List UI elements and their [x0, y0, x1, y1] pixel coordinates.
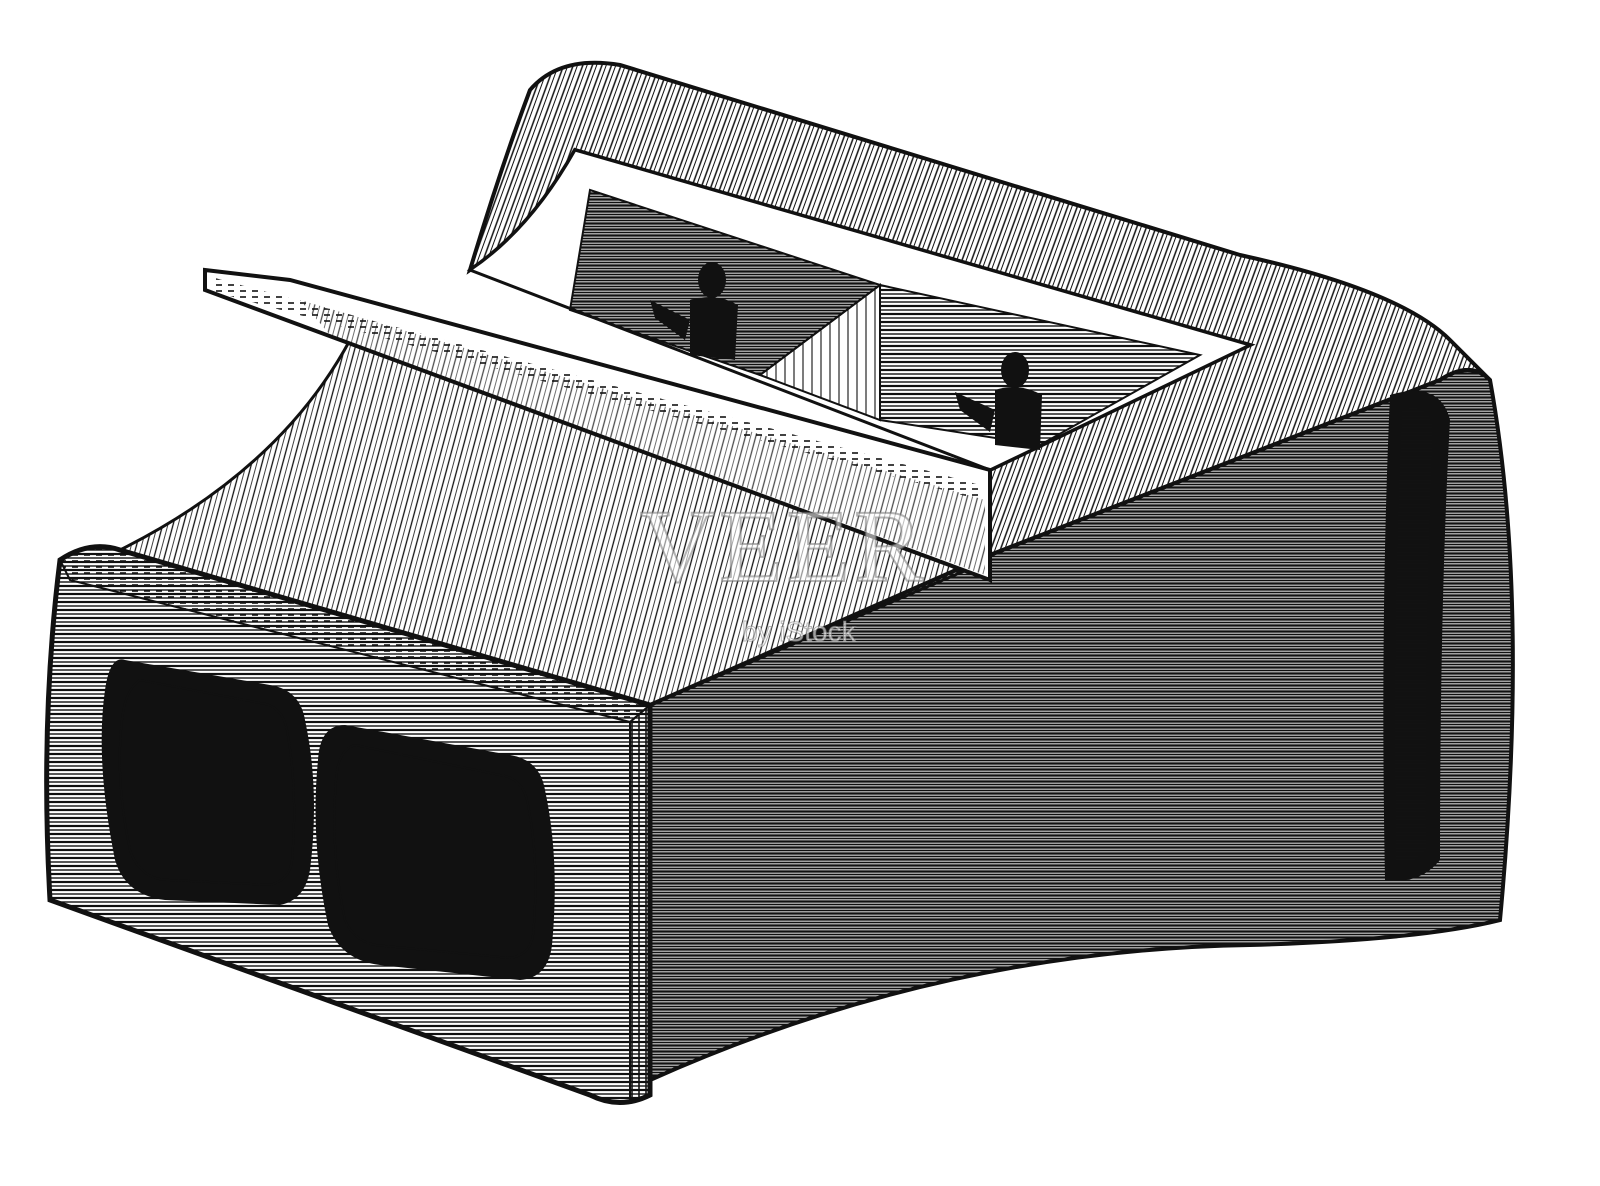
front-face-corner [629, 702, 651, 1102]
figure-left [650, 262, 738, 360]
slide-divider [757, 283, 881, 422]
right-lens [315, 725, 555, 980]
side-slot-inner [1394, 408, 1433, 863]
lid-face [300, 300, 985, 575]
box-side-panel [648, 368, 1515, 1084]
figure-right [955, 352, 1042, 450]
left-lens [101, 659, 315, 905]
box-hood [466, 60, 1492, 558]
